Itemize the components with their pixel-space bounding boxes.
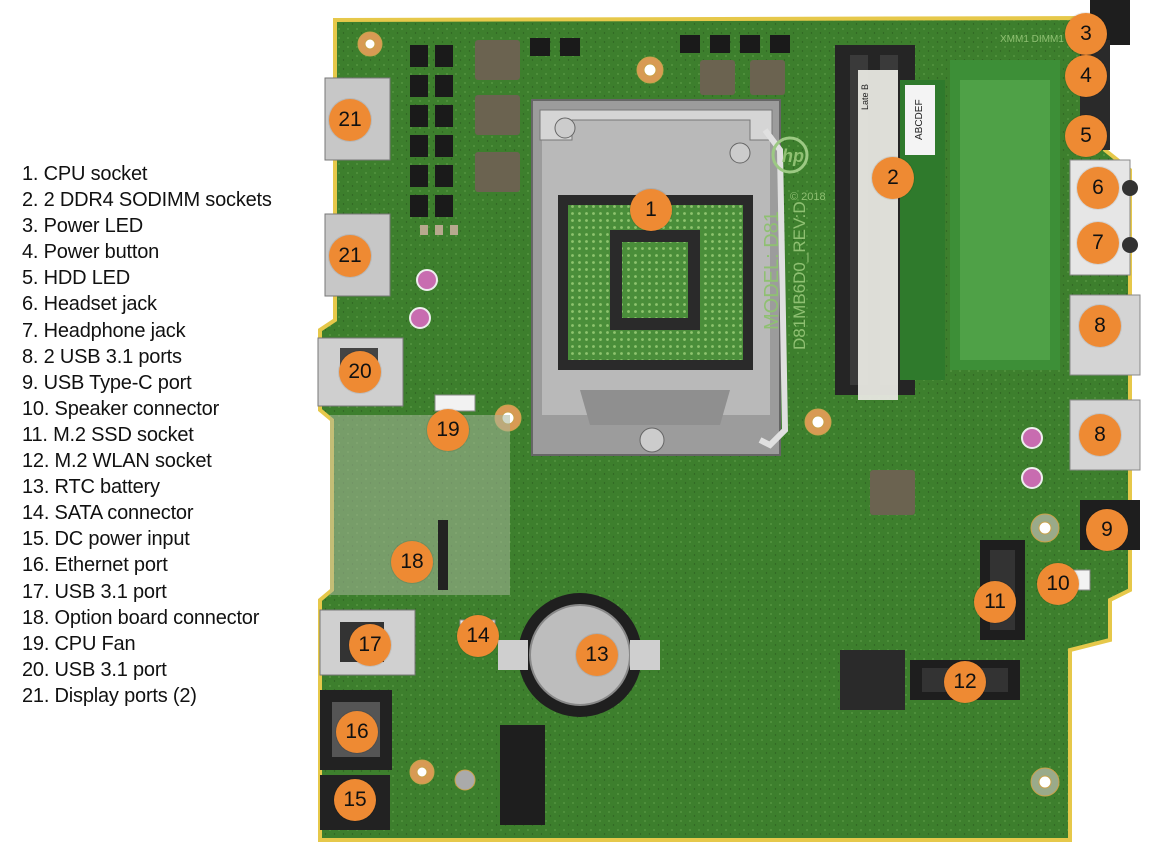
vrm-section [410,35,915,515]
callout-marker-1: 1 [630,189,672,231]
legend-item-15: 15. DC power input [22,528,190,551]
callout-marker-2: 2 [872,157,914,199]
callout-marker-19: 18 [391,541,433,583]
callout-marker-14: 13 [576,634,618,676]
legend-item-4: 4. Power button [22,241,160,264]
callout-marker-3: 3 [1065,13,1107,55]
legend-item-12: 12. M.2 WLAN socket [22,450,212,473]
callout-marker-18: 17 [349,624,391,666]
hp-logo-text: hp [782,146,804,166]
callout-marker-7: 7 [1077,222,1119,264]
legend-item-18: 18. Option board connector [22,606,260,629]
callout-marker-20: 19 [427,409,469,451]
callout-marker-22: 21 [329,99,371,141]
legend-item-19: 19. CPU Fan [22,632,136,655]
ram-sticker-text: ABCDEF [914,99,925,140]
legend-item-13: 13. RTC battery [22,476,160,499]
legend-item-20: 20. USB 3.1 port [22,658,167,681]
legend-item-14: 14. SATA connector [22,502,194,525]
legend-item-16: 16. Ethernet port [22,554,168,577]
legend-item-2: 2. 2 DDR4 SODIMM sockets [22,189,272,212]
motherboard-photo: hp © 2018 MODEL: D81 D81MB6D0_REV:D XMM1… [310,0,1162,854]
callout-marker-12: 11 [974,581,1016,623]
ram-brand-text: Late B [860,84,870,110]
legend-item-11: 11. M.2 SSD socket [22,423,194,446]
legend-item-7: 7. Headphone jack [22,319,186,342]
legend-item-8: 8. 2 USB 3.1 ports [22,345,182,368]
callout-marker-5: 5 [1065,115,1107,157]
year-text: © 2018 [790,191,826,203]
dimm-slots: ABCDEF Late B [835,45,1060,400]
callout-marker-6: 6 [1077,167,1119,209]
legend-item-5: 5. HDD LED [22,267,131,290]
legend-item-10: 10. Speaker connector [22,397,220,420]
legend-item-1: 1. CPU socket [22,163,148,185]
dimm-label: XMM1 DIMM1 [1000,34,1064,45]
callout-marker-16: 15 [334,779,376,821]
callout-marker-10: 9 [1086,509,1128,551]
callout-marker-21: 20 [339,351,381,393]
legend-item-21: 21. Display ports (2) [22,684,197,707]
callout-marker-8: 8 [1079,305,1121,347]
capacitors [409,269,1043,489]
callout-marker-4: 4 [1065,55,1107,97]
model-text: MODEL: D81 [761,211,783,330]
silkscreen-text: hp © 2018 MODEL: D81 D81MB6D0_REV:D XMM1… [761,34,1064,350]
legend-item-17: 17. USB 3.1 port [22,580,167,603]
legend-item-9: 9. USB Type-C port [22,371,192,394]
cpu-socket [531,99,789,456]
motherboard-illustration: hp © 2018 MODEL: D81 D81MB6D0_REV:D XMM1… [317,0,1141,842]
callout-marker-9: 8 [1079,414,1121,456]
callout-marker-13: 12 [944,661,986,703]
callout-marker-11: 10 [1037,563,1079,605]
callout-marker-17: 16 [336,711,378,753]
component-legend: 1. CPU socket 2. 2 DDR4 SODIMM sockets 3. … [22,161,322,709]
callout-marker-15: 14 [457,615,499,657]
callout-marker-23: 21 [329,235,371,277]
legend-item-6: 6. Headset jack [22,293,157,316]
model2-text: D81MB6D0_REV:D [790,201,809,350]
legend-item-3: 3. Power LED [22,215,143,238]
mounting-holes [357,31,1060,797]
